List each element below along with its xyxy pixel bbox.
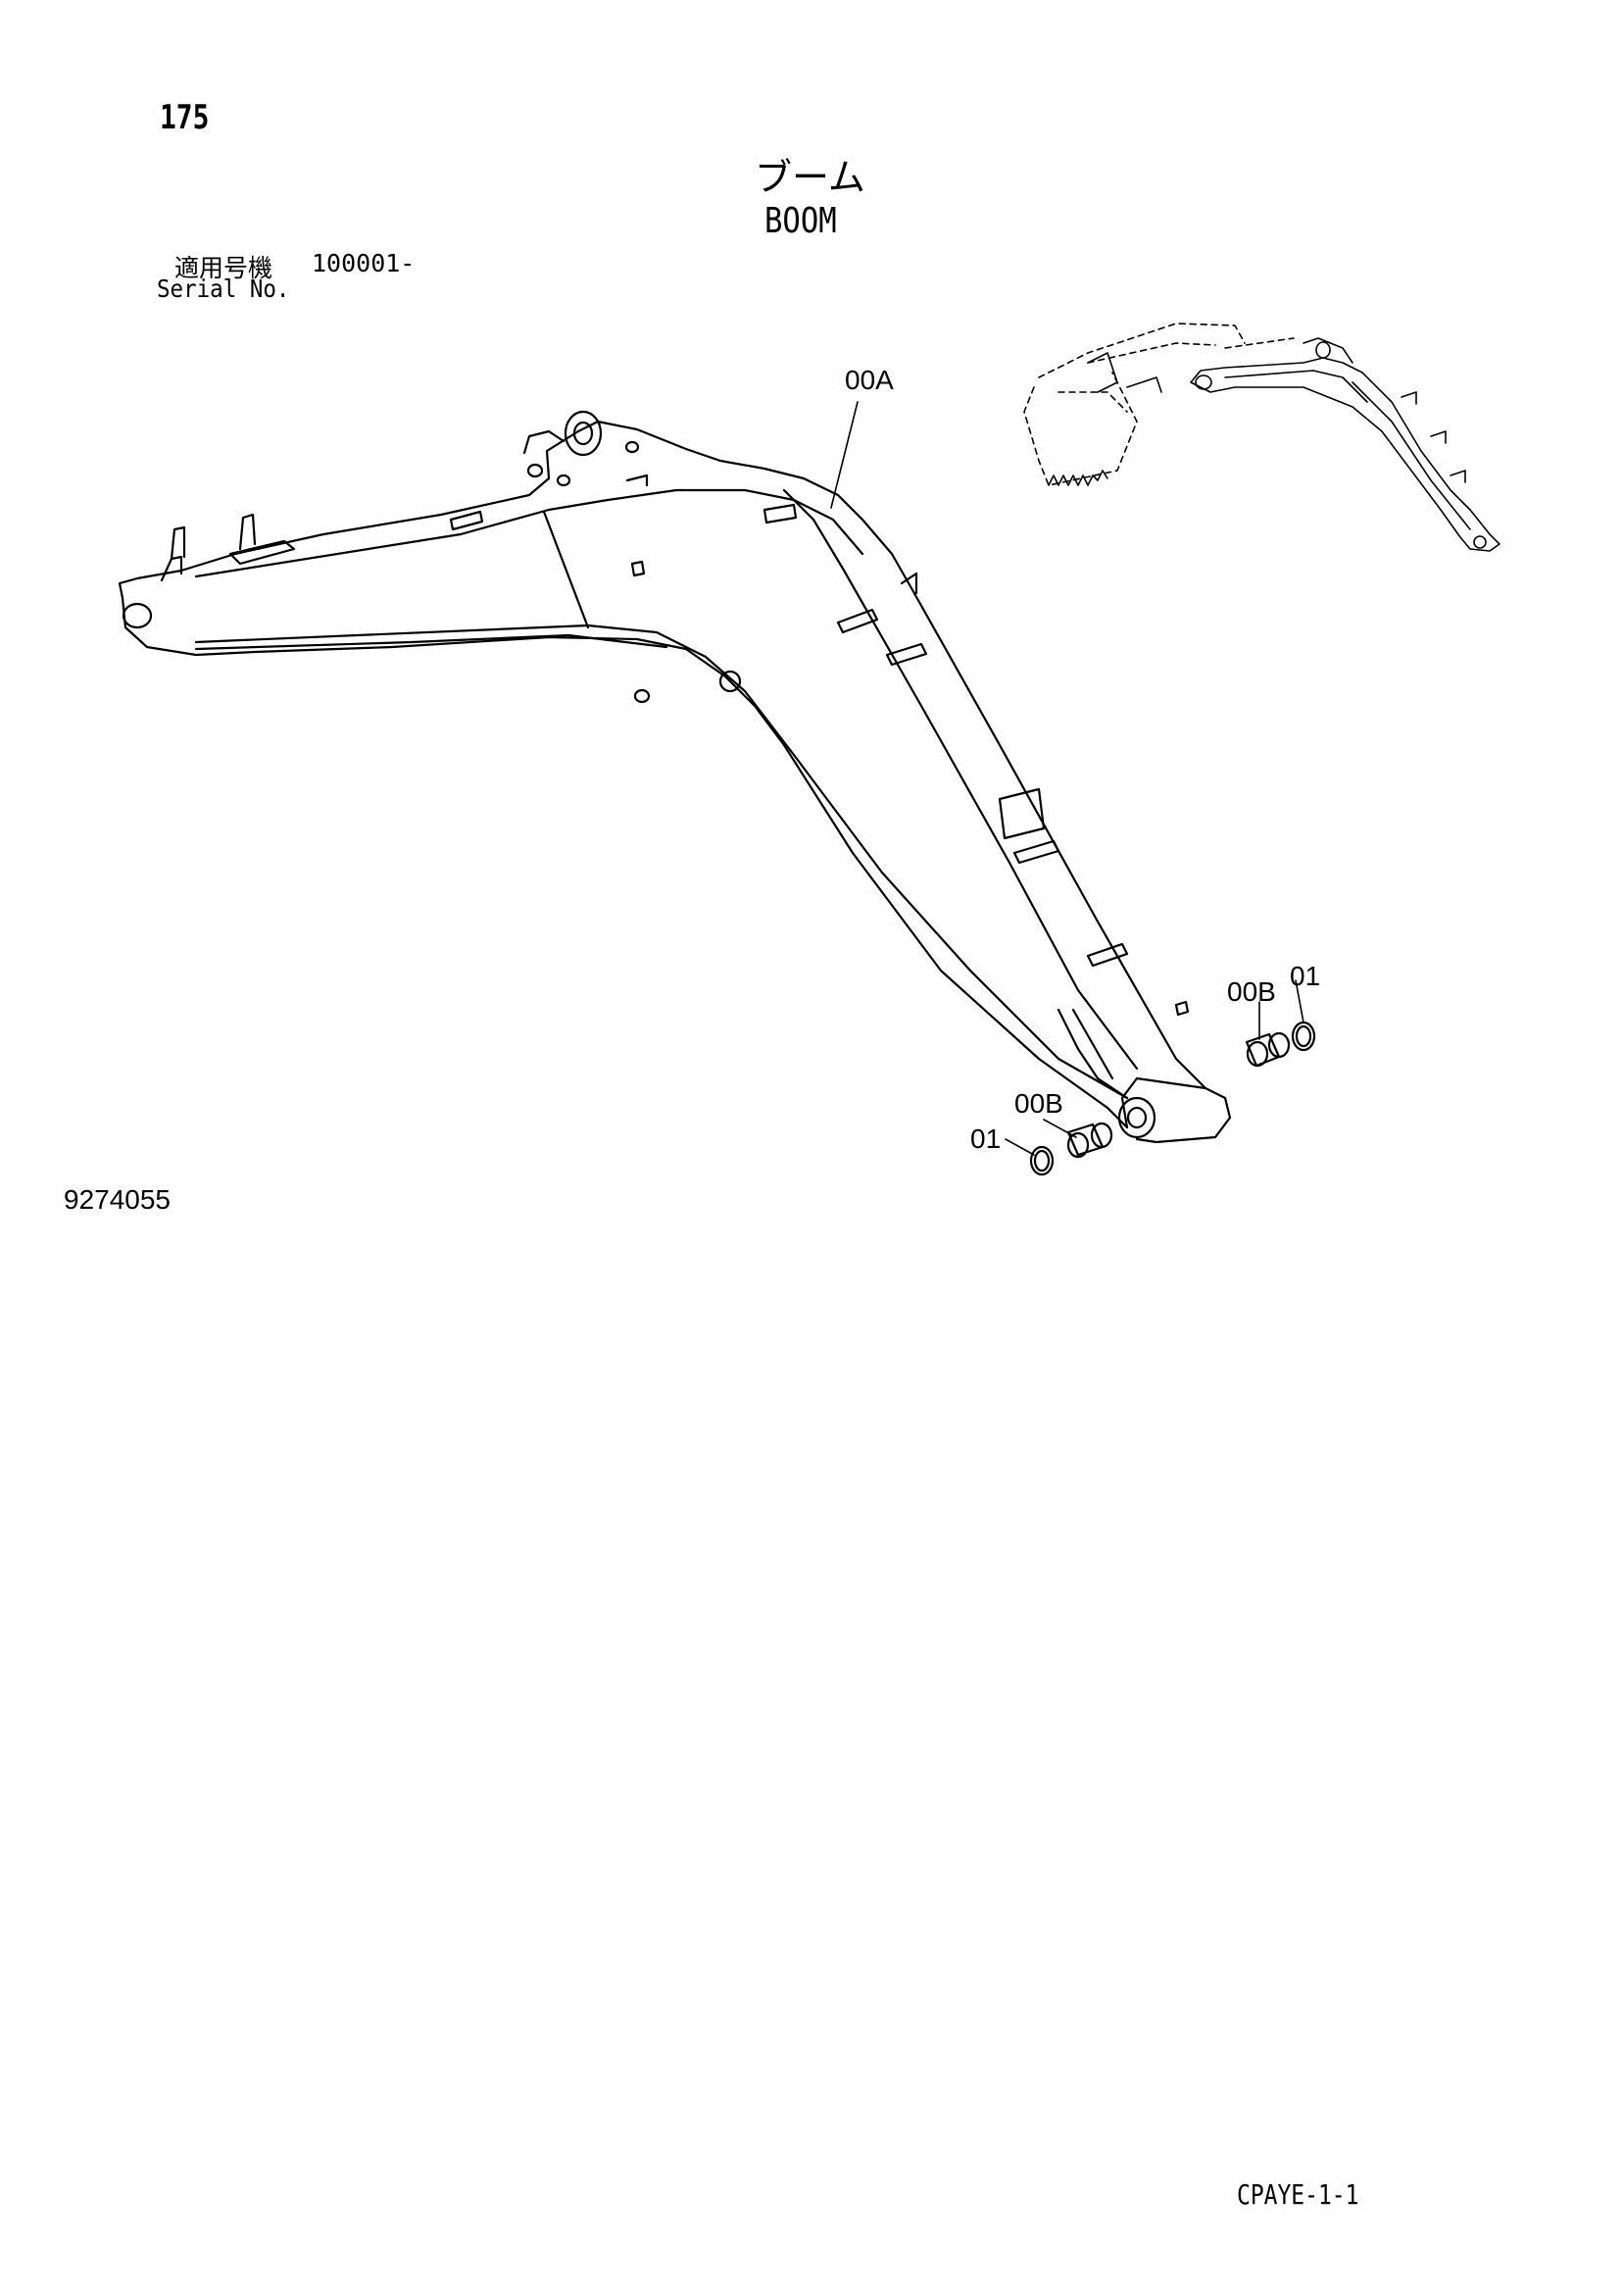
page-code: CPAYE-1-1 <box>1237 2178 1359 2211</box>
page-number: 175 <box>160 98 210 137</box>
boom-body <box>118 410 1232 1144</box>
title-japanese: ブーム <box>755 156 865 199</box>
callout-00a: 00A <box>845 365 894 395</box>
bushing-left <box>1066 1122 1113 1159</box>
ring-left <box>1029 1145 1055 1176</box>
drawing-number: 9274055 <box>64 1184 172 1215</box>
title-english: BOOM <box>764 201 837 241</box>
leader-lines <box>830 401 1304 1156</box>
callout-00b-right: 00B <box>1227 976 1276 1007</box>
inset-machine-view <box>1023 323 1500 552</box>
callout-01-left: 01 <box>970 1123 1002 1154</box>
ring-right <box>1291 1021 1316 1052</box>
callout-00b-left: 00B <box>1014 1088 1063 1119</box>
serial-label-japanese: 適用号機 <box>174 254 273 282</box>
bushing-right <box>1245 1031 1291 1068</box>
serial-label-english: Serial No. <box>157 275 290 303</box>
serial-number-value: 100001- <box>312 249 416 277</box>
callout-01-right: 01 <box>1290 961 1321 991</box>
